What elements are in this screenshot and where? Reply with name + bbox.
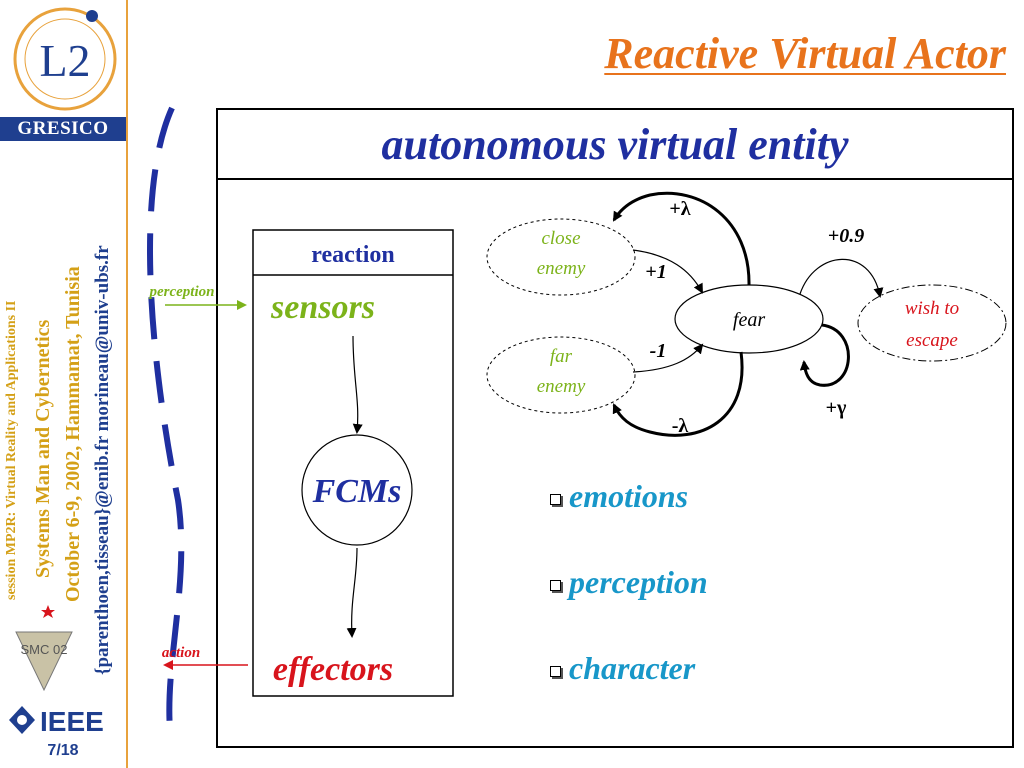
bullet-perception: perception (550, 564, 708, 601)
node-far-enemy (486, 336, 636, 414)
edge-close-fear (632, 249, 703, 294)
weight-plus-one: +1 (645, 261, 666, 283)
edge-fear-far (612, 351, 744, 437)
edge-fear-close (612, 191, 751, 286)
svg-text:L2: L2 (39, 35, 90, 86)
perception-label: perception (148, 284, 215, 300)
dashed-arc (147, 106, 185, 731)
close-enemy-line1: close (541, 228, 580, 249)
weight-minus-one: -1 (650, 340, 667, 362)
far-enemy-line1: far (550, 346, 573, 367)
edge-fear-wish (799, 258, 884, 298)
sidebar-border (126, 0, 128, 768)
svg-text:IEEE: IEEE (40, 706, 104, 737)
sensors-to-fcms-arrow (352, 335, 363, 434)
l2-lab-logo: L2 (13, 7, 117, 111)
bullet-text: character (569, 650, 696, 686)
bullet-text: perception (569, 564, 708, 600)
node-wish-escape (857, 284, 1007, 362)
page-number: 7/18 (47, 742, 79, 759)
bullet-box-icon (550, 494, 561, 506)
bullet-character: character (550, 650, 695, 687)
weight-plus-09: +0.9 (828, 225, 864, 247)
wish-escape-line1: wish to (905, 298, 959, 319)
edge-far-fear (632, 343, 704, 373)
fcms-label: FCMs (312, 473, 402, 510)
reaction-box (252, 229, 454, 697)
action-label: action (162, 645, 200, 661)
gresico-label: GRESICO (0, 117, 126, 141)
entity-box-title: autonomous virtual entity (218, 110, 1012, 180)
close-enemy-line2: enemy (537, 258, 586, 279)
bullet-emotions: emotions (550, 478, 688, 515)
edge-fear-self (799, 323, 850, 387)
entity-box: autonomous virtual entity (216, 108, 1014, 748)
sensors-label: sensors (270, 289, 375, 326)
wish-escape-line2: escape (906, 330, 958, 351)
sidebar: L2 GRESICO session MP2R: Virtual Reality… (0, 0, 128, 768)
fcms-circle (301, 434, 413, 546)
bullet-box-icon (550, 666, 561, 678)
bullet-text: emotions (569, 478, 689, 514)
svg-text:SMC 02: SMC 02 (21, 642, 68, 657)
reaction-header: reaction (311, 242, 395, 268)
node-close-enemy (486, 218, 636, 296)
bullet-box-icon (550, 580, 561, 592)
weight-minus-lambda: -λ (672, 415, 689, 437)
effectors-label: effectors (273, 651, 393, 688)
smc-logo: SMC 02 (15, 596, 73, 692)
fear-label: fear (733, 309, 765, 331)
fcms-to-effectors-arrow (346, 547, 358, 638)
far-enemy-line2: enemy (537, 376, 586, 397)
weight-plus-gamma: +γ (826, 397, 847, 419)
slide-title: Reactive Virtual Actor (604, 29, 1006, 78)
weight-plus-lambda: +λ (669, 198, 690, 220)
ieee-logo: IEEE (9, 706, 104, 737)
